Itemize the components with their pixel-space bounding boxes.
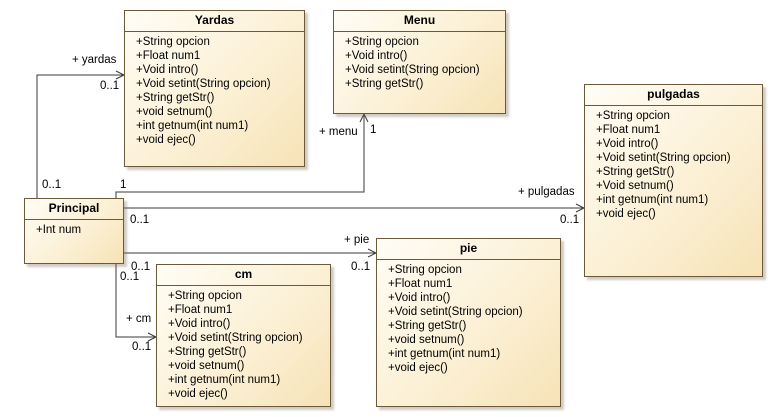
class-member: +Void intro() xyxy=(136,64,199,76)
class-member: +void ejec() xyxy=(136,134,196,146)
class-member: +int getnum(int num1) xyxy=(596,194,709,206)
association-line-menu xyxy=(115,114,365,199)
target-mult-yardas: 0..1 xyxy=(100,80,120,92)
class-pie-members: +String opcion +Float num1 +Void intro() +V… xyxy=(377,260,560,375)
class-member: +String opcion xyxy=(345,36,419,48)
class-member: +String opcion xyxy=(388,264,462,276)
class-menu[interactable]: Menu +String opcion +Void intro() +Void se… xyxy=(333,10,506,114)
class-yardas[interactable]: Yardas +String opcion +Float num1 +Void in… xyxy=(124,10,305,167)
class-cm-name: cm xyxy=(157,265,330,286)
class-member: +Void intro() xyxy=(168,318,231,330)
class-yardas-members: +String opcion +Float num1 +Void intro() +V… xyxy=(125,32,304,147)
role-label-menu: + menu xyxy=(319,126,358,138)
class-member: +void setnum() xyxy=(136,106,213,118)
class-member: +Int num xyxy=(36,224,82,236)
class-member: +Void intro() xyxy=(345,50,408,62)
source-mult-pulgadas: 0..1 xyxy=(130,214,150,226)
class-principal-name: Principal xyxy=(25,199,123,220)
class-pie-name: pie xyxy=(377,239,560,260)
role-label-cm: + cm xyxy=(126,313,152,325)
class-member: +int getnum(int num1) xyxy=(388,348,501,360)
class-member: +int getnum(int num1) xyxy=(168,374,281,386)
class-member: +String getStr() xyxy=(168,346,247,358)
class-member: +void ejec() xyxy=(168,388,228,400)
class-cm-members: +String opcion +Float num1 +Void intro() +V… xyxy=(157,286,330,401)
class-pie[interactable]: pie +String opcion +Float num1 +Void intro… xyxy=(376,238,561,407)
class-member: +void setnum() xyxy=(168,360,245,372)
class-principal[interactable]: Principal +Int num xyxy=(24,198,124,264)
target-mult-menu: 1 xyxy=(370,124,377,136)
class-member: +String opcion xyxy=(136,36,210,48)
class-member: +Void setnum() xyxy=(596,180,674,192)
class-member: +Void intro() xyxy=(596,138,659,150)
class-member: +String getStr() xyxy=(596,166,675,178)
class-member: +String opcion xyxy=(168,290,242,302)
source-mult-cm: 0..1 xyxy=(120,271,140,283)
association-line-cm xyxy=(115,264,156,338)
class-member: +Void intro() xyxy=(388,292,451,304)
class-member: +Float num1 xyxy=(596,124,661,136)
source-mult-pie: 0..1 xyxy=(131,261,151,273)
class-pulgadas-name: pulgadas xyxy=(585,85,762,106)
role-label-pie: + pie xyxy=(344,234,370,246)
association-line-yardas xyxy=(36,74,124,199)
role-label-yardas: + yardas xyxy=(72,54,117,66)
target-mult-pie: 0..1 xyxy=(351,261,371,273)
class-member: +void ejec() xyxy=(596,208,656,220)
class-member: +Void setint(String opcion) xyxy=(596,152,731,164)
arrowhead-menu xyxy=(359,112,369,123)
class-principal-members: +Int num xyxy=(25,220,123,237)
class-pulgadas[interactable]: pulgadas +String opcion +Float num1 +Void … xyxy=(584,84,763,277)
class-yardas-name: Yardas xyxy=(125,11,304,32)
source-mult-yardas: 0..1 xyxy=(42,179,62,191)
class-menu-members: +String opcion +Void intro() +Void setint(… xyxy=(334,32,505,91)
class-member: +String opcion xyxy=(596,110,670,122)
class-member: +String getStr() xyxy=(388,320,467,332)
class-member: +Void setint(String opcion) xyxy=(345,64,480,76)
class-member: +Void setint(String opcion) xyxy=(136,78,271,90)
class-member: +String getStr() xyxy=(136,92,215,104)
class-member: +Float num1 xyxy=(168,304,233,316)
class-member: +Void setint(String opcion) xyxy=(168,332,303,344)
class-member: +Float num1 xyxy=(136,50,201,62)
class-member: +Float num1 xyxy=(388,278,453,290)
class-cm[interactable]: cm +String opcion +Float num1 +Void intro(… xyxy=(156,264,331,407)
source-mult-menu: 1 xyxy=(120,179,127,191)
class-pulgadas-members: +String opcion +Float num1 +Void intro() +V… xyxy=(585,106,762,221)
target-mult-cm: 0..1 xyxy=(132,341,152,353)
target-mult-pulgadas: 0..1 xyxy=(560,214,580,226)
class-member: +Void setint(String opcion) xyxy=(388,306,523,318)
class-menu-name: Menu xyxy=(334,11,505,32)
class-member: +int getnum(int num1) xyxy=(136,120,249,132)
class-member: +String getStr() xyxy=(345,78,424,90)
role-label-pulgadas: + pulgadas xyxy=(518,186,575,198)
class-member: +void setnum() xyxy=(388,334,465,346)
class-member: +void ejec() xyxy=(388,362,448,374)
